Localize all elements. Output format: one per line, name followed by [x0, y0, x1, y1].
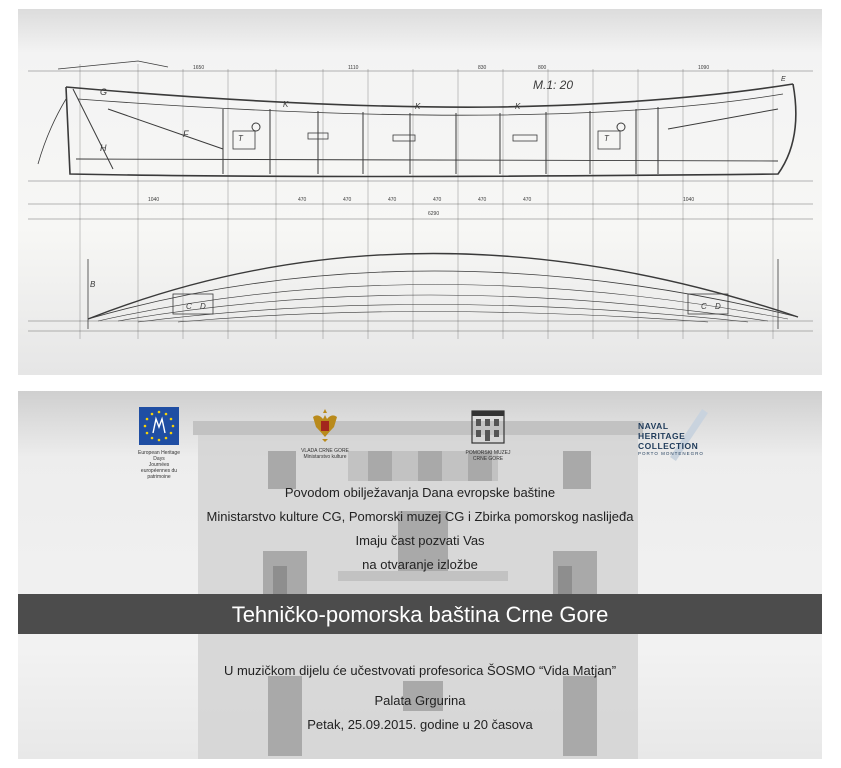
part-label: F — [183, 129, 189, 139]
gov-logo-text: VLADA CRNE GORE — [301, 448, 349, 454]
part-label: H — [100, 143, 107, 153]
music-program: U muzičkom dijelu će učestvovati profeso… — [223, 663, 617, 678]
museum-logo-text: POMORSKI MUZEJ — [465, 450, 511, 456]
dimension-label: 1040 — [683, 197, 694, 203]
naval-heritage-collection-logo: NAVAL HERITAGE COLLECTION PORTO MONTENEG… — [638, 409, 718, 461]
part-label: K — [415, 102, 421, 111]
invitation-occasion: Povodom obilježavanja Dana evropske bašt… — [284, 485, 556, 500]
european-heritage-days-logo: European Heritage Days Journées européen… — [138, 407, 180, 480]
dimension-label: 470 — [433, 197, 442, 203]
ship-drawing-svg: M.1: 20 G F H T K K K T E B C D C D 1650… — [28, 60, 813, 339]
ehd-logo-subtext: Journées européennes du patrimoine — [140, 462, 178, 480]
naval-logo-line: COLLECTION — [638, 441, 699, 451]
part-label: B — [90, 280, 96, 289]
part-label: K — [283, 100, 289, 109]
invitation-panel: European Heritage Days Journées européen… — [18, 391, 822, 759]
invitation-opening: na otvaranje izložbe — [362, 557, 478, 572]
dimension-label: 470 — [388, 197, 397, 203]
drawing-scale-label: M.1: 20 — [533, 78, 573, 92]
double-headed-eagle-icon — [313, 409, 337, 442]
part-label: C — [186, 302, 192, 311]
dimension-label: 1650 — [193, 65, 204, 71]
naval-logo-line: NAVAL — [638, 421, 669, 431]
dimension-label: 470 — [298, 197, 307, 203]
invitation-honor: Imaju čast pozvati Vas — [355, 533, 485, 548]
museum-building-icon — [471, 410, 505, 444]
eu-flag-icon — [139, 407, 179, 445]
part-label: T — [238, 134, 244, 143]
gov-logo-subtext: Ministarstvo kulture — [303, 454, 347, 460]
ehd-logo-text: European Heritage Days — [138, 450, 180, 462]
event-datetime: Petak, 25.09.2015. godine u 20 časova — [307, 717, 533, 732]
dimension-label: 1090 — [698, 65, 709, 71]
dimension-label: 830 — [478, 65, 487, 71]
museum-logo-subtext: CRNE GORE — [472, 456, 504, 462]
dimension-label: 470 — [523, 197, 532, 203]
dimension-label: 1040 — [148, 197, 159, 203]
part-label: T — [604, 134, 610, 143]
part-label: C — [701, 302, 707, 311]
exhibition-title: Tehničko-pomorska baština Crne Gore — [231, 602, 609, 627]
dimension-label: 470 — [478, 197, 487, 203]
dimension-label: 1110 — [348, 65, 359, 71]
naval-logo-subtext: PORTO MONTENEGRO — [638, 451, 704, 456]
venue: Palata Grgurina — [374, 693, 466, 708]
part-label: K — [515, 102, 521, 111]
naval-slash-icon — [670, 409, 708, 461]
part-label: D — [200, 302, 206, 311]
dimension-label: 6290 — [428, 211, 439, 217]
dimension-label: 470 — [343, 197, 352, 203]
part-label: G — [100, 87, 107, 97]
exhibition-title-band: Tehničko-pomorska baština Crne Gore — [18, 594, 822, 634]
ship-technical-drawing: M.1: 20 G F H T K K K T E B C D C D 1650… — [18, 9, 822, 375]
dimension-label: 800 — [538, 65, 547, 71]
part-label: E — [781, 76, 786, 83]
naval-logo-line: HERITAGE — [638, 431, 686, 441]
invitation-organizers: Ministarstvo kulture CG, Pomorski muzej … — [206, 509, 634, 524]
government-logo: VLADA CRNE GORE Ministarstvo kulture — [290, 407, 360, 460]
maritime-museum-logo: POMORSKI MUZEJ CRNE GORE — [458, 407, 518, 462]
part-label: D — [715, 302, 721, 311]
